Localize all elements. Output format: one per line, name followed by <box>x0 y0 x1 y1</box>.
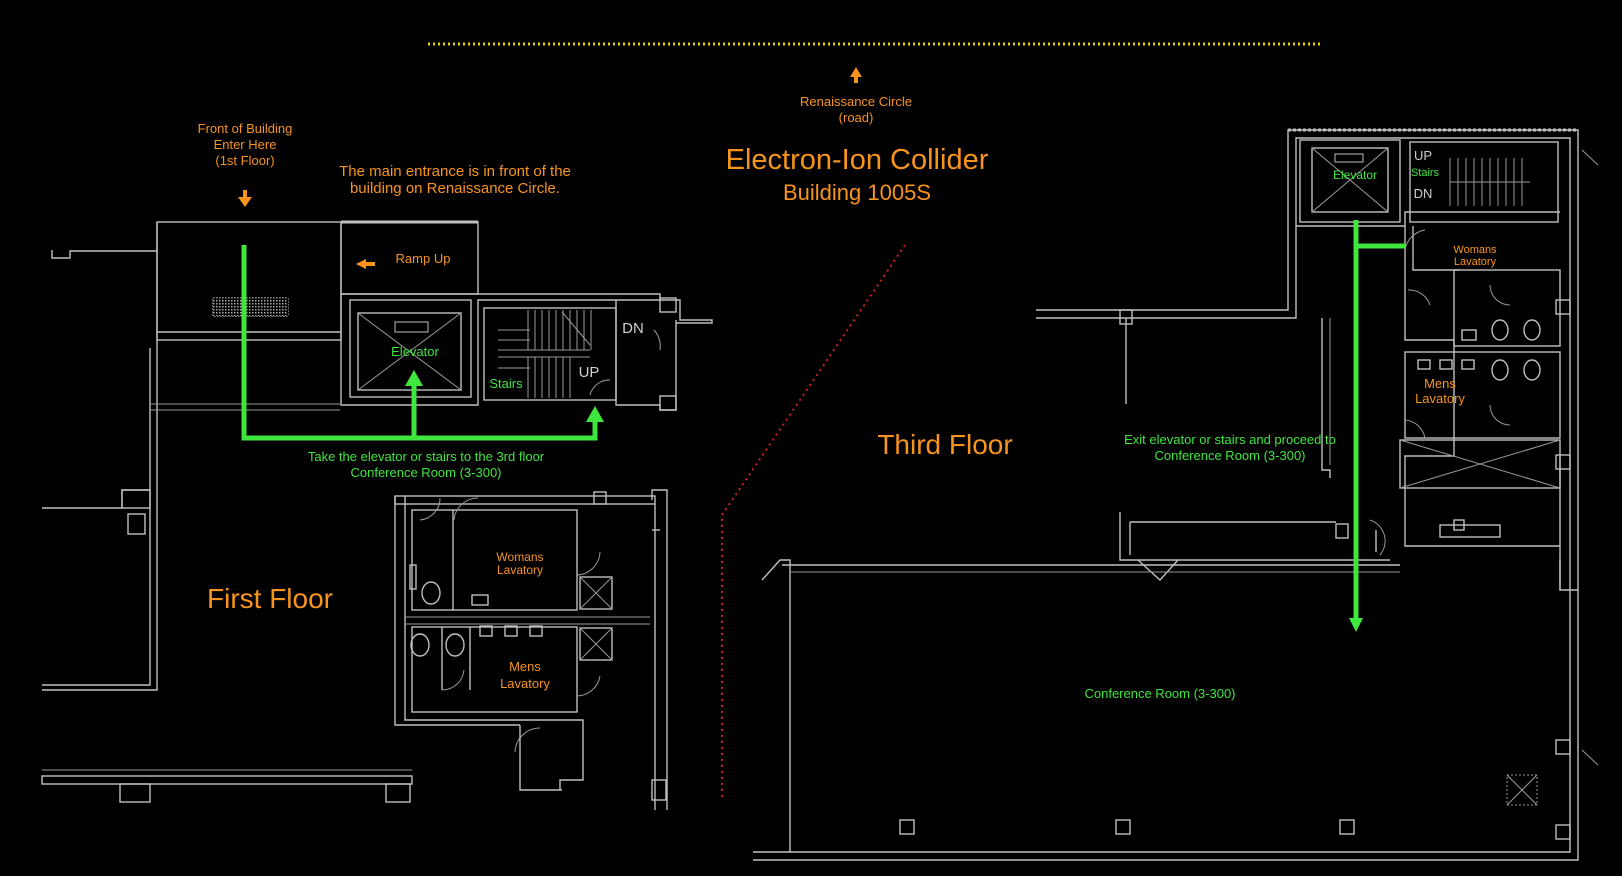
third-floor-womans-lavatory-label: Lavatory <box>1453 256 1497 268</box>
first-floor-note-label: (1st Floor) <box>215 153 275 168</box>
road-arrow-icon <box>850 67 862 83</box>
entrance-note-line1: The main entrance is in front of the <box>339 163 571 180</box>
first-floor-womans-lavatory-label: Lavatory <box>496 563 544 577</box>
front-of-building-label: Front of Building <box>197 121 293 136</box>
third-floor-mens-label: Mens <box>1424 376 1456 391</box>
ramp-arrow-icon <box>356 259 375 269</box>
first-floor-stairs-label: Stairs <box>489 376 523 391</box>
first-floor-instruction-line1: Take the elevator or stairs to the 3rd f… <box>307 449 545 464</box>
first-floor-instruction-line2: Conference Room (3-300) <box>350 465 502 480</box>
first-floor-plan <box>41 220 713 810</box>
route-arrow-icon <box>405 370 423 386</box>
road-type: (road) <box>838 110 874 125</box>
enter-here-label: Enter Here <box>213 137 277 152</box>
page-title: Electron-Ion Collider <box>725 144 989 176</box>
third-floor-mens-lavatory-label: Lavatory <box>1415 391 1465 406</box>
third-floor-instruction-line2: Conference Room (3-300) <box>1154 448 1306 463</box>
road-name: Renaissance Circle <box>800 94 912 109</box>
third-floor-womans-label: Womans <box>1453 244 1497 256</box>
first-floor-title: First Floor <box>207 583 333 614</box>
third-floor-stair-up-label: UP <box>1413 148 1433 163</box>
route-arrow-icon <box>586 406 604 422</box>
first-floor-stair-dn-label: DN <box>622 320 644 337</box>
first-floor-mens-lavatory-label: Lavatory <box>500 676 550 691</box>
conference-room-label: Conference Room (3-300) <box>1084 686 1236 701</box>
third-floor-elevator-label: Elevator <box>1332 168 1378 182</box>
first-floor-stair-up-label: UP <box>578 364 600 381</box>
entrance-note-line2: building on Renaissance Circle. <box>349 180 561 197</box>
first-floor-route <box>241 245 604 441</box>
third-floor-stairs-label: Stairs <box>1410 167 1440 179</box>
third-floor-instruction-line1: Exit elevator or stairs and proceed to <box>1124 432 1336 447</box>
route-arrow-icon <box>1349 618 1363 632</box>
floor-divider-line <box>721 244 906 800</box>
page-subtitle: Building 1005S <box>782 180 931 205</box>
first-floor-mens-label: Mens <box>509 659 541 674</box>
third-floor-stair-dn-label: DN <box>1413 186 1433 201</box>
third-floor-route <box>1349 220 1405 632</box>
third-floor-plan <box>753 128 1599 861</box>
entrance-arrow-icon <box>238 190 252 207</box>
first-floor-womans-label: Womans <box>496 550 544 564</box>
ramp-label: Ramp Up <box>395 251 451 266</box>
first-floor-elevator-label: Elevator <box>391 344 439 359</box>
third-floor-title: Third Floor <box>877 429 1013 460</box>
